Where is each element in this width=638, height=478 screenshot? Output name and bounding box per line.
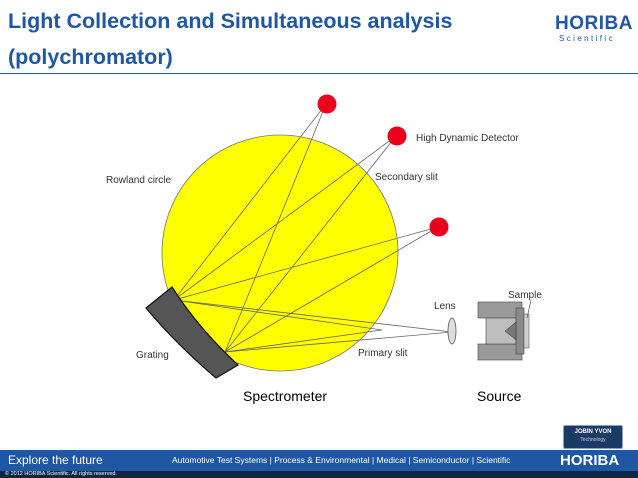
lens-element bbox=[447, 317, 457, 345]
copyright-text: © 2012 HORIBA Scientific. All rights res… bbox=[5, 471, 117, 477]
ray bbox=[173, 103, 327, 301]
label-spectrometer: Spectrometer bbox=[243, 388, 327, 404]
label-secondary-slit: Secondary slit bbox=[375, 172, 438, 183]
ray bbox=[224, 103, 327, 353]
ray bbox=[173, 299, 453, 333]
ray bbox=[224, 226, 439, 353]
title-divider bbox=[0, 73, 638, 74]
source-flange bbox=[515, 307, 525, 355]
ray bbox=[173, 226, 439, 301]
logo-subtitle: Scientific bbox=[559, 34, 616, 43]
rowland-circle bbox=[161, 134, 399, 372]
grating bbox=[145, 286, 239, 379]
detector-top bbox=[317, 94, 337, 114]
source-body-top bbox=[477, 301, 523, 319]
ray bbox=[224, 135, 397, 353]
source-housing bbox=[477, 299, 532, 361]
source-electrode bbox=[504, 321, 517, 341]
lens bbox=[447, 317, 457, 345]
copyright-bar: © 2012 HORIBA Scientific. All rights res… bbox=[0, 471, 638, 478]
badge-line-1: JOBIN YVON bbox=[574, 429, 612, 435]
source-body-bottom bbox=[477, 343, 523, 361]
footer-nav: Automotive Test Systems | Process & Envi… bbox=[172, 455, 511, 465]
horiba-logo: HORIBA Scientific bbox=[555, 14, 635, 44]
label-sample: Sample bbox=[508, 290, 542, 301]
footer-logo: HORIBA bbox=[560, 452, 620, 469]
logo-wordmark: HORIBA bbox=[555, 13, 633, 34]
ray bbox=[173, 135, 397, 301]
title-line-1: Light Collection and Simultaneous analys… bbox=[8, 9, 453, 33]
detector-middle bbox=[387, 126, 407, 146]
footer-tagline: Explore the future bbox=[8, 453, 103, 467]
sample-plate bbox=[523, 313, 530, 349]
label-primary-slit: Primary slit bbox=[358, 348, 408, 359]
footer-bar: Explore the future Automotive Test Syste… bbox=[0, 450, 638, 471]
label-lens: Lens bbox=[434, 301, 456, 312]
badge-line-2: Technology bbox=[580, 437, 606, 443]
jobin-yvon-badge: JOBIN YVON Technology bbox=[563, 425, 623, 449]
ray bbox=[224, 329, 383, 353]
label-high-dynamic-detector: High Dynamic Detector bbox=[416, 133, 519, 144]
title-line-2: (polychromator) bbox=[8, 45, 173, 69]
label-rowland-circle: Rowland circle bbox=[106, 175, 171, 186]
label-source: Source bbox=[477, 388, 522, 404]
light-rays bbox=[173, 103, 453, 353]
detector-bottom bbox=[429, 217, 449, 237]
sample-pointer bbox=[526, 299, 532, 319]
label-grating: Grating bbox=[136, 350, 169, 361]
ray bbox=[173, 299, 383, 331]
page-title: Light Collection and Simultaneous analys… bbox=[8, 3, 548, 75]
ray bbox=[224, 331, 453, 353]
